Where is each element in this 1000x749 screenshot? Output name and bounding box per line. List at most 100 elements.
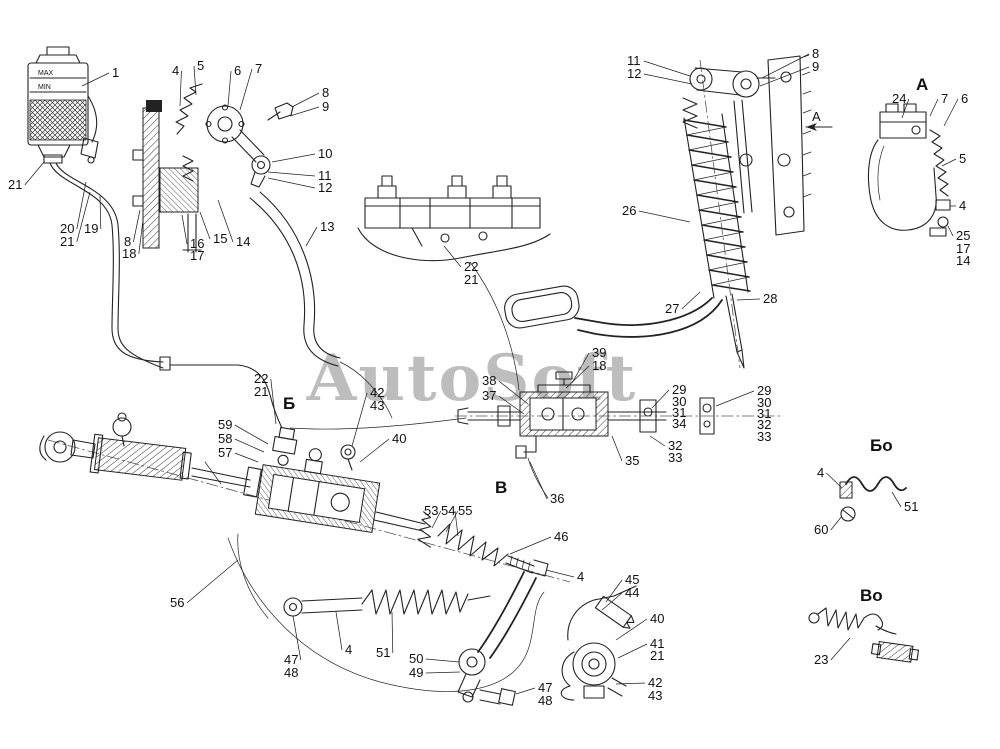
leader-line	[305, 226, 318, 247]
part-label: 33	[757, 429, 771, 444]
part-label: 47	[538, 680, 552, 695]
part-label: 23	[814, 652, 828, 667]
part-label: 31	[672, 405, 686, 420]
leader-line	[267, 171, 316, 177]
part-label: 4	[817, 465, 824, 480]
part-label: 21	[60, 234, 74, 249]
part-label: 16	[190, 236, 204, 251]
part-label: 30	[672, 394, 686, 409]
leader-line	[267, 177, 316, 189]
leader-line	[611, 435, 623, 462]
part-label: 5	[197, 58, 204, 73]
part-label: 7	[941, 91, 948, 106]
upper-valve-assembly	[132, 83, 294, 253]
part-label: 43	[648, 688, 662, 703]
part-label: 17	[190, 248, 204, 263]
part-label: 38	[482, 373, 496, 388]
part-label: 19	[84, 221, 98, 236]
leader-line	[830, 515, 843, 531]
part-label: 51	[376, 645, 390, 660]
leader-line	[270, 378, 277, 425]
leader-line	[289, 106, 320, 117]
leader-line	[179, 70, 182, 107]
part-label: 31	[757, 406, 771, 421]
part-label: 47	[284, 652, 298, 667]
part-label: 42	[648, 675, 662, 690]
leader-line	[181, 214, 188, 245]
leader-line	[186, 559, 239, 604]
view-label: А	[916, 75, 928, 94]
part-label: 20	[60, 221, 74, 236]
part-label: 22	[464, 259, 478, 274]
part-label: 22	[254, 371, 268, 386]
leader-line	[445, 510, 459, 533]
leader-line	[425, 671, 461, 674]
leader-line	[615, 682, 646, 685]
detail-bo-parts	[839, 476, 907, 522]
part-label: 56	[170, 595, 184, 610]
leader-line	[335, 611, 343, 651]
part-label: 33	[668, 450, 682, 465]
leader-line	[643, 60, 691, 77]
leader-line	[425, 658, 460, 663]
part-label: 6	[961, 91, 968, 106]
servo-valve	[289, 371, 780, 499]
part-label: 26	[622, 203, 636, 218]
leader-line	[227, 70, 232, 107]
part-label: 45	[625, 572, 639, 587]
part-label: 21	[650, 648, 664, 663]
leader-line	[947, 225, 954, 237]
hydraulic-pipe	[249, 191, 393, 419]
leader-line	[291, 92, 320, 108]
part-label: 8	[322, 85, 329, 100]
part-label: 32	[668, 438, 682, 453]
view-a-arrow	[805, 123, 833, 131]
part-label: 8	[812, 46, 819, 61]
leader-line	[359, 438, 390, 463]
part-label: 27	[665, 301, 679, 316]
leader-line	[498, 380, 529, 405]
leader-line	[715, 390, 755, 407]
part-label: 35	[625, 453, 639, 468]
part-label: 49	[409, 665, 423, 680]
leader-line	[76, 191, 91, 243]
leader-line	[292, 615, 302, 661]
part-label: 21	[254, 384, 268, 399]
pedal-assembly	[504, 54, 812, 369]
leader-line	[941, 158, 957, 167]
part-label: 14	[236, 234, 250, 249]
reservoir-hose	[49, 162, 283, 429]
part-label: 17	[956, 241, 970, 256]
leader-line	[830, 637, 851, 661]
leader-line	[99, 195, 102, 230]
view-label: В	[495, 478, 507, 497]
part-label: 51	[904, 499, 918, 514]
leader-line	[643, 73, 693, 85]
leader-line	[571, 352, 590, 384]
part-label: 48	[538, 693, 552, 708]
part-label: 12	[318, 180, 332, 195]
part-label: 14	[956, 253, 970, 268]
leader-line	[565, 365, 590, 389]
part-label: 18	[592, 358, 606, 373]
part-label: 13	[320, 219, 334, 234]
part-label: 59	[218, 417, 232, 432]
junction-block	[357, 175, 551, 391]
part-label: 36	[550, 491, 564, 506]
leader-line	[24, 161, 45, 186]
part-label: 15	[213, 231, 227, 246]
part-label: 21	[8, 177, 22, 192]
part-label: 7	[255, 61, 262, 76]
part-label: 43	[370, 398, 384, 413]
reservoir-max-label: MAX	[38, 70, 54, 77]
leader-line	[617, 643, 648, 659]
leader-line	[651, 389, 670, 409]
view-label: Бо	[870, 436, 893, 455]
leader-line	[649, 435, 666, 447]
bellcrank-assembly	[560, 585, 637, 701]
part-label: 5	[959, 151, 966, 166]
part-label: 53	[424, 503, 438, 518]
part-label: A	[812, 109, 821, 124]
part-label: 34	[672, 416, 686, 431]
